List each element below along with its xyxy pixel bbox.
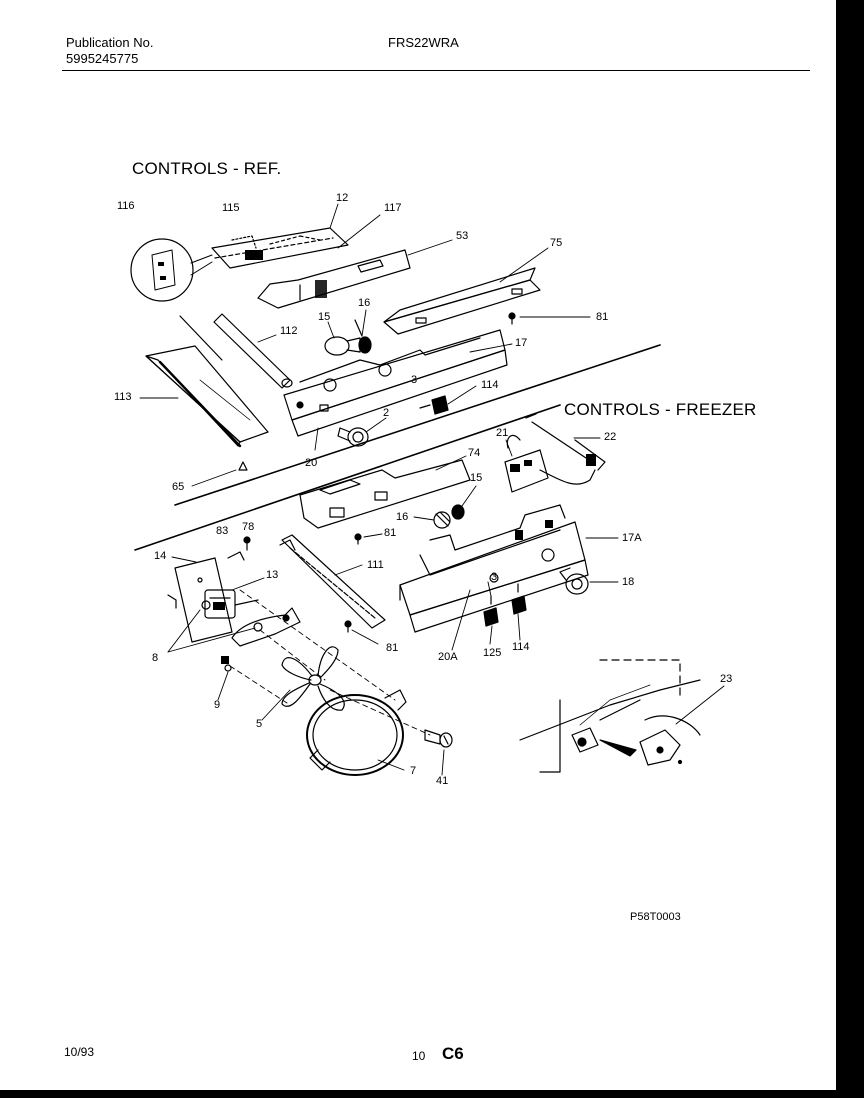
publication-number: 5995245775 (66, 51, 139, 66)
upper-bracket-115 (211, 227, 349, 269)
part-label: 16 (396, 511, 409, 523)
part-label: 41 (436, 775, 449, 787)
part-label: 125 (483, 647, 502, 659)
lens-113 (145, 345, 269, 448)
part-label: 21 (496, 427, 509, 439)
leader-lines (139, 203, 725, 776)
part-label: 81 (386, 642, 399, 654)
screw-81a (508, 312, 516, 325)
duct-111 (279, 534, 386, 629)
grommet-9 (221, 656, 232, 672)
part-label: 74 (468, 447, 481, 459)
lamp-freezer (433, 504, 465, 529)
part-label: 23 (720, 673, 733, 685)
divider-line (134, 404, 561, 551)
part-label: 112 (280, 325, 298, 337)
publication-label: Publication No. (66, 35, 154, 50)
part-label: 117 (384, 202, 402, 214)
part-label: 114 (512, 641, 530, 653)
knob-18 (559, 567, 589, 595)
part-label: 20 (305, 457, 318, 469)
part-label: 8 (152, 652, 159, 664)
part-label: 3 (411, 374, 418, 386)
part-label: 65 (172, 481, 185, 493)
screw-81c (344, 620, 352, 633)
part-label: 12 (336, 192, 349, 204)
thermostat-125 (483, 595, 499, 627)
housing-17a (399, 504, 589, 633)
motor-bracket-14 (167, 557, 233, 643)
part-label: 14 (154, 550, 167, 562)
divider-line (174, 344, 661, 506)
header-rule (62, 70, 810, 71)
clip-83 (227, 551, 245, 561)
part-label: 17A (622, 532, 642, 544)
part-label: 2 (383, 407, 390, 419)
screw-41 (424, 729, 453, 748)
detail-circle-116 (130, 238, 213, 302)
page-number: 10 (412, 1049, 426, 1063)
part-label: 81 (384, 527, 397, 539)
knob-2 (337, 427, 369, 447)
assembly-lines (229, 589, 431, 736)
lamp-15-16 (324, 319, 372, 356)
part-label: 13 (266, 569, 279, 581)
plate-74 (299, 459, 471, 529)
capillary-22 (525, 413, 606, 471)
part-label: 113 (114, 391, 132, 403)
thermostat-114a (419, 395, 449, 415)
part-label: 15 (318, 311, 331, 323)
part-label: 115 (222, 202, 240, 214)
part-label: 20A (438, 651, 458, 663)
plate-53 (257, 249, 411, 309)
section-code: C6 (442, 1044, 464, 1063)
footer-date: 10/93 (64, 1045, 95, 1059)
motor-13 (204, 589, 259, 619)
assembly-23 (519, 659, 701, 773)
fan-blade-5 (281, 646, 345, 711)
part-label: 78 (242, 521, 255, 533)
part-label: 111 (367, 559, 384, 571)
screw-65 (238, 461, 248, 471)
thermostat-21 (504, 434, 596, 493)
part-label: 16 (358, 297, 371, 309)
part-label: 5 (256, 718, 263, 730)
part-label: 81 (596, 311, 609, 323)
part-label: 3 (491, 571, 498, 583)
model-number: FRS22WRA (388, 35, 459, 50)
drawing-id: P58T0003 (630, 911, 681, 923)
bar-75 (383, 267, 541, 335)
part-label: 83 (216, 525, 229, 537)
part-label: 114 (481, 379, 499, 391)
part-label: 9 (214, 699, 221, 711)
section-title-ref: CONTROLS - REF. (132, 159, 282, 178)
tube-112 (179, 313, 293, 389)
screw-81b (354, 533, 362, 545)
housing-17 (283, 329, 508, 437)
part-label: 7 (410, 765, 417, 777)
screw-78 (243, 536, 251, 551)
part-label: 53 (456, 230, 469, 242)
part-label: 17 (515, 337, 528, 349)
part-label: 116 (117, 200, 135, 212)
shroud-ring-7 (306, 689, 407, 776)
section-title-freezer: CONTROLS - FREEZER (564, 400, 757, 419)
part-label: 18 (622, 576, 635, 588)
bracket-8 (231, 607, 301, 647)
part-label: 15 (470, 472, 483, 484)
exploded-parts-diagram (130, 203, 725, 776)
part-label: 75 (550, 237, 563, 249)
parts-sheet: Publication No. 5995245775 FRS22WRA (0, 0, 836, 1090)
part-label: 22 (604, 431, 617, 443)
thermostat-114b (511, 583, 527, 615)
